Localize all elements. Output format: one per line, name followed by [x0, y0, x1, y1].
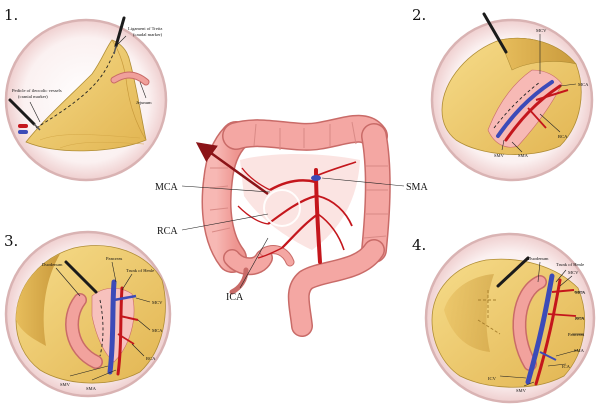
panel-4-label-mca: MCA	[575, 290, 586, 295]
panel-2: 2. MCV MCA RCA SMV SMA	[412, 6, 594, 182]
center-labels: MCA RCA ICA SMA	[155, 177, 428, 303]
panel-1-label-ligament: Ligament of Treitz	[128, 26, 162, 31]
panel-2-label-rca: RCA	[558, 134, 568, 139]
panel-4-label-mcv: MCV	[568, 270, 579, 275]
center-label-mca: MCA	[155, 182, 179, 193]
panel-3-label-mca: MCA	[152, 328, 163, 333]
panel-4-label-smv: SMV	[516, 388, 527, 393]
panel-2-label-smv: SMV	[494, 153, 505, 158]
panel-2-label-mca: MCA	[578, 82, 589, 87]
colon-illustration	[201, 114, 391, 337]
panel-1-label-jejunum: Jejunum	[136, 100, 152, 105]
panel-3-label-sma: SMA	[86, 386, 97, 391]
center-label-ica: ICA	[226, 292, 244, 303]
panel-3-label-smv: SMV	[60, 382, 71, 387]
pointer-arrow	[195, 142, 269, 196]
panel-3-label-pancreas: Pancreas	[106, 256, 123, 261]
panel-3: 3. Duodenum Pancreas Trunk of Henle MCV …	[4, 230, 172, 398]
panel-2-label-mcv: MCV	[536, 28, 547, 33]
panel-4: 4. Duodenum Trunk of Henle MCV MCA RCA P…	[412, 232, 596, 404]
panel-1-number: 1.	[4, 6, 18, 24]
panel-4-label-rca: RCA	[575, 316, 585, 321]
panel-4-number: 4.	[412, 236, 426, 254]
panel-1-label-caudal: (caudal marker)	[133, 32, 163, 37]
center-label-rca: RCA	[157, 226, 178, 237]
center-label-sma: SMA	[406, 182, 428, 193]
panel-2-label-sma: SMA	[518, 153, 529, 158]
panel-4-label-sma: SMA	[574, 348, 585, 353]
panel-4-label-pancreas: Pancreas	[568, 332, 585, 337]
panel-3-label-rca: RCA	[146, 356, 156, 361]
panel-1: 1. Ligament of Treitz (caudal marker) Pe…	[4, 6, 168, 182]
panel-4-illustration	[431, 256, 585, 388]
panel-4-label-trunk: Trunk of Henle	[556, 262, 584, 267]
panel-4-label-duodenum: Duodenum	[528, 256, 549, 261]
panel-3-label-mcv: MCV	[152, 300, 163, 305]
panel-4-label-ica: ICA	[562, 364, 571, 369]
panel-1-label-pedicle: Pedicle of ileocolic vessels	[12, 88, 62, 93]
panel-4-label-icv: ICV	[488, 376, 497, 381]
panel-3-number: 3.	[4, 232, 18, 250]
panel-1-illustration	[8, 16, 150, 152]
panel-2-illustration	[441, 12, 582, 155]
panel-2-number: 2.	[412, 6, 426, 24]
panel-3-label-trunk: Trunk of Henle	[126, 268, 154, 273]
panel-1-label-cranial: (cranial marker)	[18, 94, 48, 99]
panel-3-label-duodenum: Duodenum	[42, 262, 63, 267]
